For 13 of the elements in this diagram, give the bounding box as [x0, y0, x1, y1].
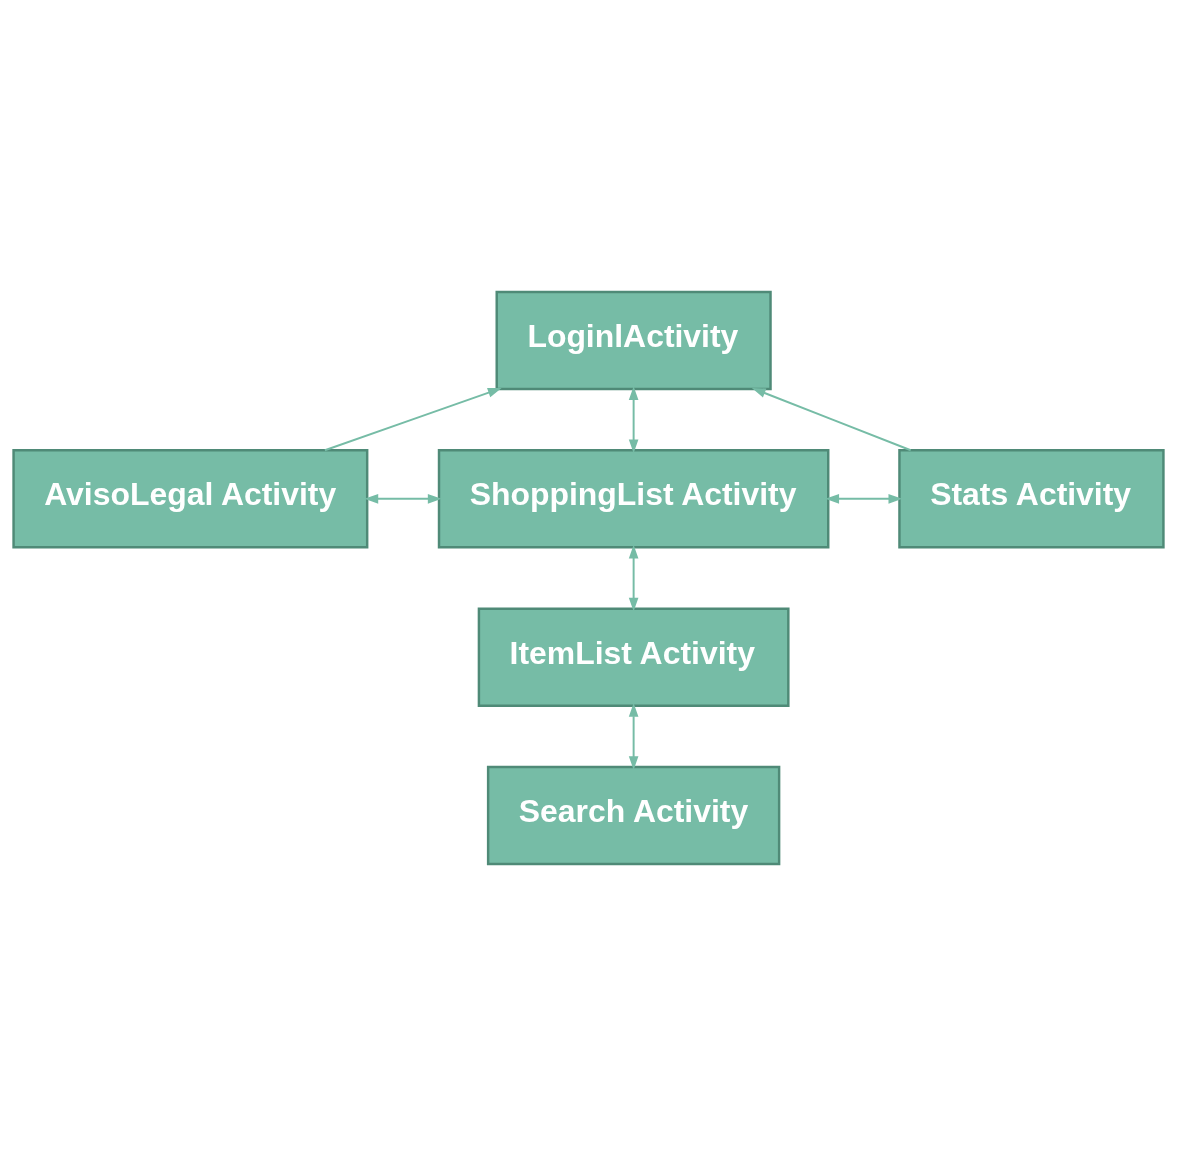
node-box: Stats Activity — [898, 448, 1165, 549]
arrow — [751, 387, 912, 451]
node-box: Search Activity — [486, 765, 781, 865]
arrow — [364, 493, 442, 504]
node-box: LoginlActivity — [495, 290, 772, 390]
arrow — [323, 387, 502, 451]
arrow — [628, 702, 639, 770]
arrow — [628, 385, 639, 453]
arrow — [825, 493, 903, 504]
node-box: ShoppingList Activity — [437, 448, 830, 549]
arrow — [628, 544, 639, 612]
node-box: ItemList Activity — [477, 606, 790, 707]
node-box: AvisoLegal Activity — [12, 448, 369, 549]
